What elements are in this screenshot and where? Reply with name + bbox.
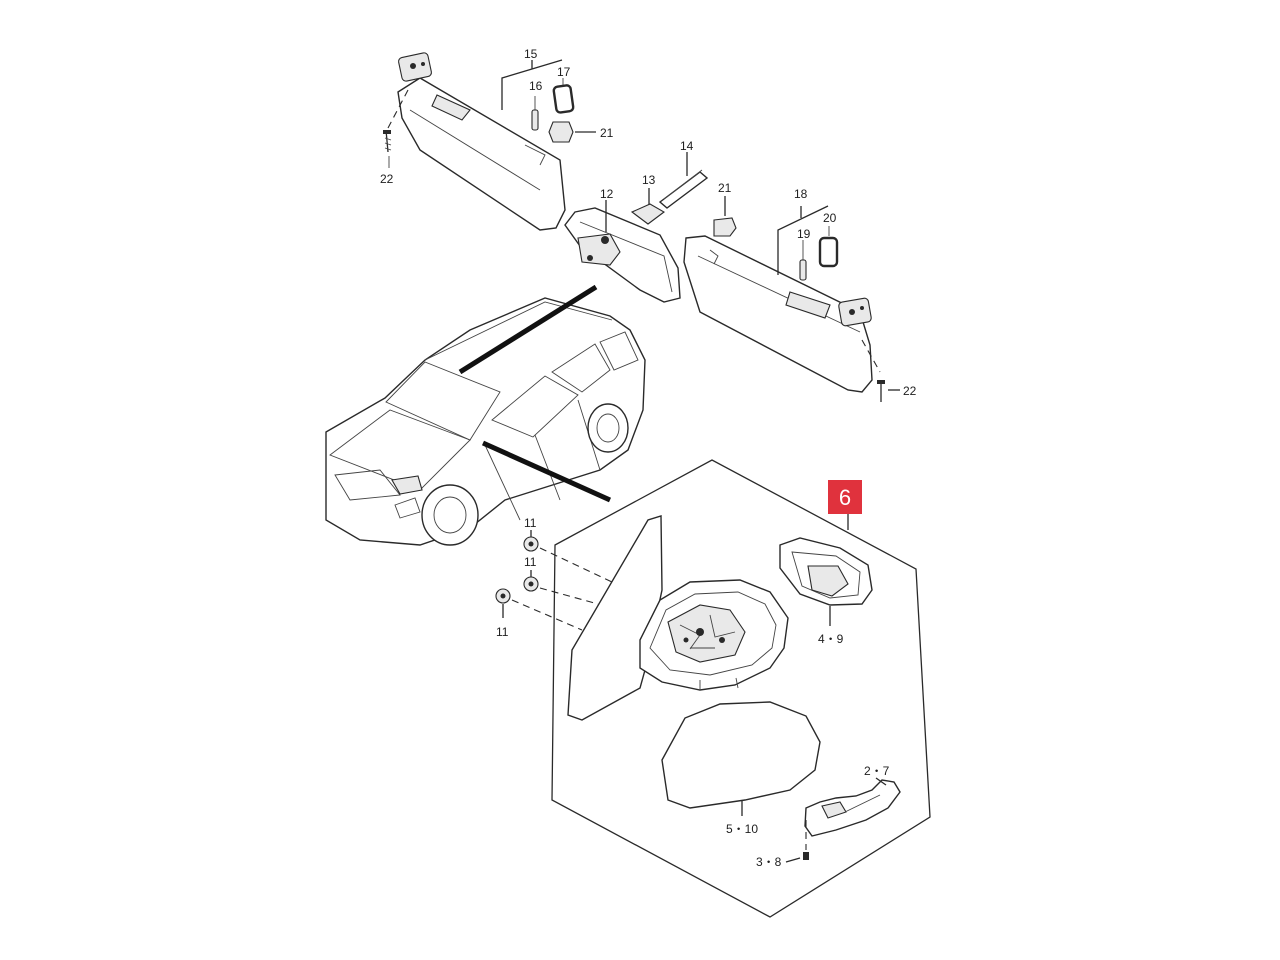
- callout-4-9: 4・9: [818, 632, 844, 646]
- pin-19: [799, 259, 807, 281]
- callout-21-left: 21: [600, 126, 614, 140]
- callout-5-10: 5・10: [726, 822, 758, 836]
- callout-11-bottom: 11: [496, 625, 509, 639]
- screw-22-right: [861, 339, 900, 402]
- callout-21-right: 21: [718, 181, 732, 195]
- callout-16: 16: [529, 79, 543, 93]
- callout-11-top: 11: [524, 516, 537, 530]
- callout-17: 17: [557, 65, 571, 79]
- callout-22-left: 22: [380, 172, 394, 186]
- screw-3-8: [785, 820, 809, 863]
- nut-11-bottom: [495, 588, 583, 631]
- callout-2-7: 2・7: [864, 764, 890, 778]
- callout-18: 18: [794, 187, 808, 201]
- screw-22-left: [383, 89, 409, 168]
- callout-bracket-18: [777, 205, 830, 275]
- callout-11-middle: 11: [524, 555, 537, 569]
- vehicle-outline: [325, 297, 646, 546]
- clip-21-right: [713, 196, 737, 237]
- callout-22-right: 22: [903, 384, 917, 398]
- callout-19: 19: [797, 227, 811, 241]
- left-sun-visor: [397, 52, 566, 231]
- door-mirror-group-boundary: [551, 459, 931, 918]
- callout-13: 13: [642, 173, 656, 187]
- leader-lines: [458, 284, 612, 503]
- right-sun-visor: [683, 235, 873, 393]
- nut-11-top: [523, 530, 613, 583]
- badge-label: 6: [839, 485, 851, 510]
- strip-14: [658, 152, 709, 209]
- pin-16: [531, 109, 539, 131]
- callout-20: 20: [823, 211, 837, 225]
- nut-11-middle: [523, 570, 599, 605]
- mirror-actuator-housing: [639, 579, 789, 691]
- callout-14: 14: [680, 139, 694, 153]
- callout-12: 12: [600, 187, 614, 201]
- highlight-badge-6: 6: [828, 480, 862, 530]
- callout-15: 15: [524, 47, 538, 61]
- callout-3-8: 3・8: [756, 855, 782, 869]
- clip-21-left: [548, 121, 596, 143]
- clip-13: [630, 188, 665, 225]
- turn-signal-2-7: [804, 777, 901, 837]
- mirror-cover-20: [818, 236, 839, 268]
- mirror-glass-4-9: [779, 537, 873, 626]
- mirror-cover-17: [552, 84, 575, 114]
- rear-view-mirror-12: [564, 200, 681, 303]
- mirror-cover-5-10: [661, 701, 821, 816]
- mirror-base-plate: [567, 515, 663, 721]
